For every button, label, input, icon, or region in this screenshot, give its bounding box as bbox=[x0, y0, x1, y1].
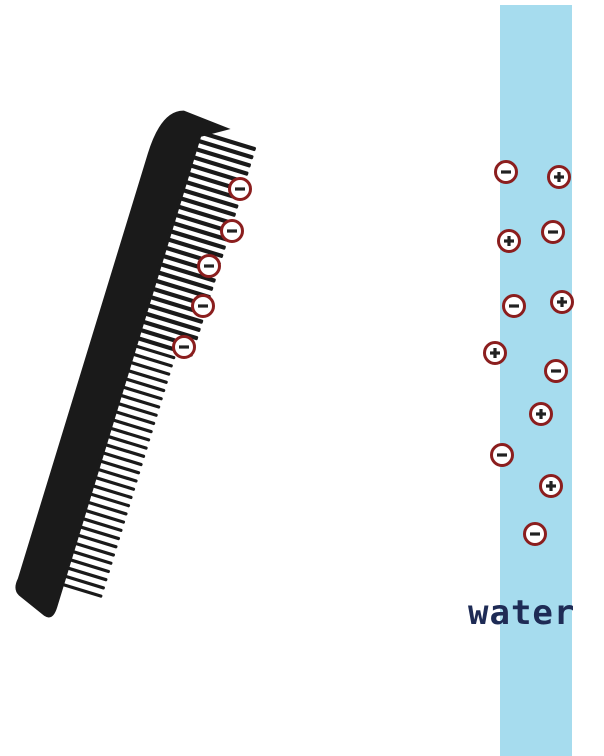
negative-charge-icon bbox=[543, 222, 564, 243]
negative-charge-icon bbox=[199, 256, 220, 277]
negative-charge-icon bbox=[504, 296, 525, 317]
positive-charge-icon bbox=[541, 476, 562, 497]
positive-charge-icon bbox=[485, 343, 506, 364]
negative-charge-icon bbox=[193, 296, 214, 317]
negative-charge-icon bbox=[492, 445, 513, 466]
positive-charge-icon bbox=[552, 292, 573, 313]
positive-charge-icon bbox=[531, 404, 552, 425]
water-label: water bbox=[468, 596, 575, 630]
negative-charge-icon bbox=[222, 221, 243, 242]
comb-icon bbox=[9, 104, 260, 636]
negative-charge-icon bbox=[496, 162, 517, 183]
negative-charge-icon bbox=[525, 524, 546, 545]
positive-charge-icon bbox=[499, 231, 520, 252]
negative-charge-icon bbox=[546, 361, 567, 382]
negative-charge-icon bbox=[174, 337, 195, 358]
comb-spine bbox=[9, 104, 232, 627]
positive-charge-icon bbox=[549, 167, 570, 188]
negative-charge-icon bbox=[230, 179, 251, 200]
